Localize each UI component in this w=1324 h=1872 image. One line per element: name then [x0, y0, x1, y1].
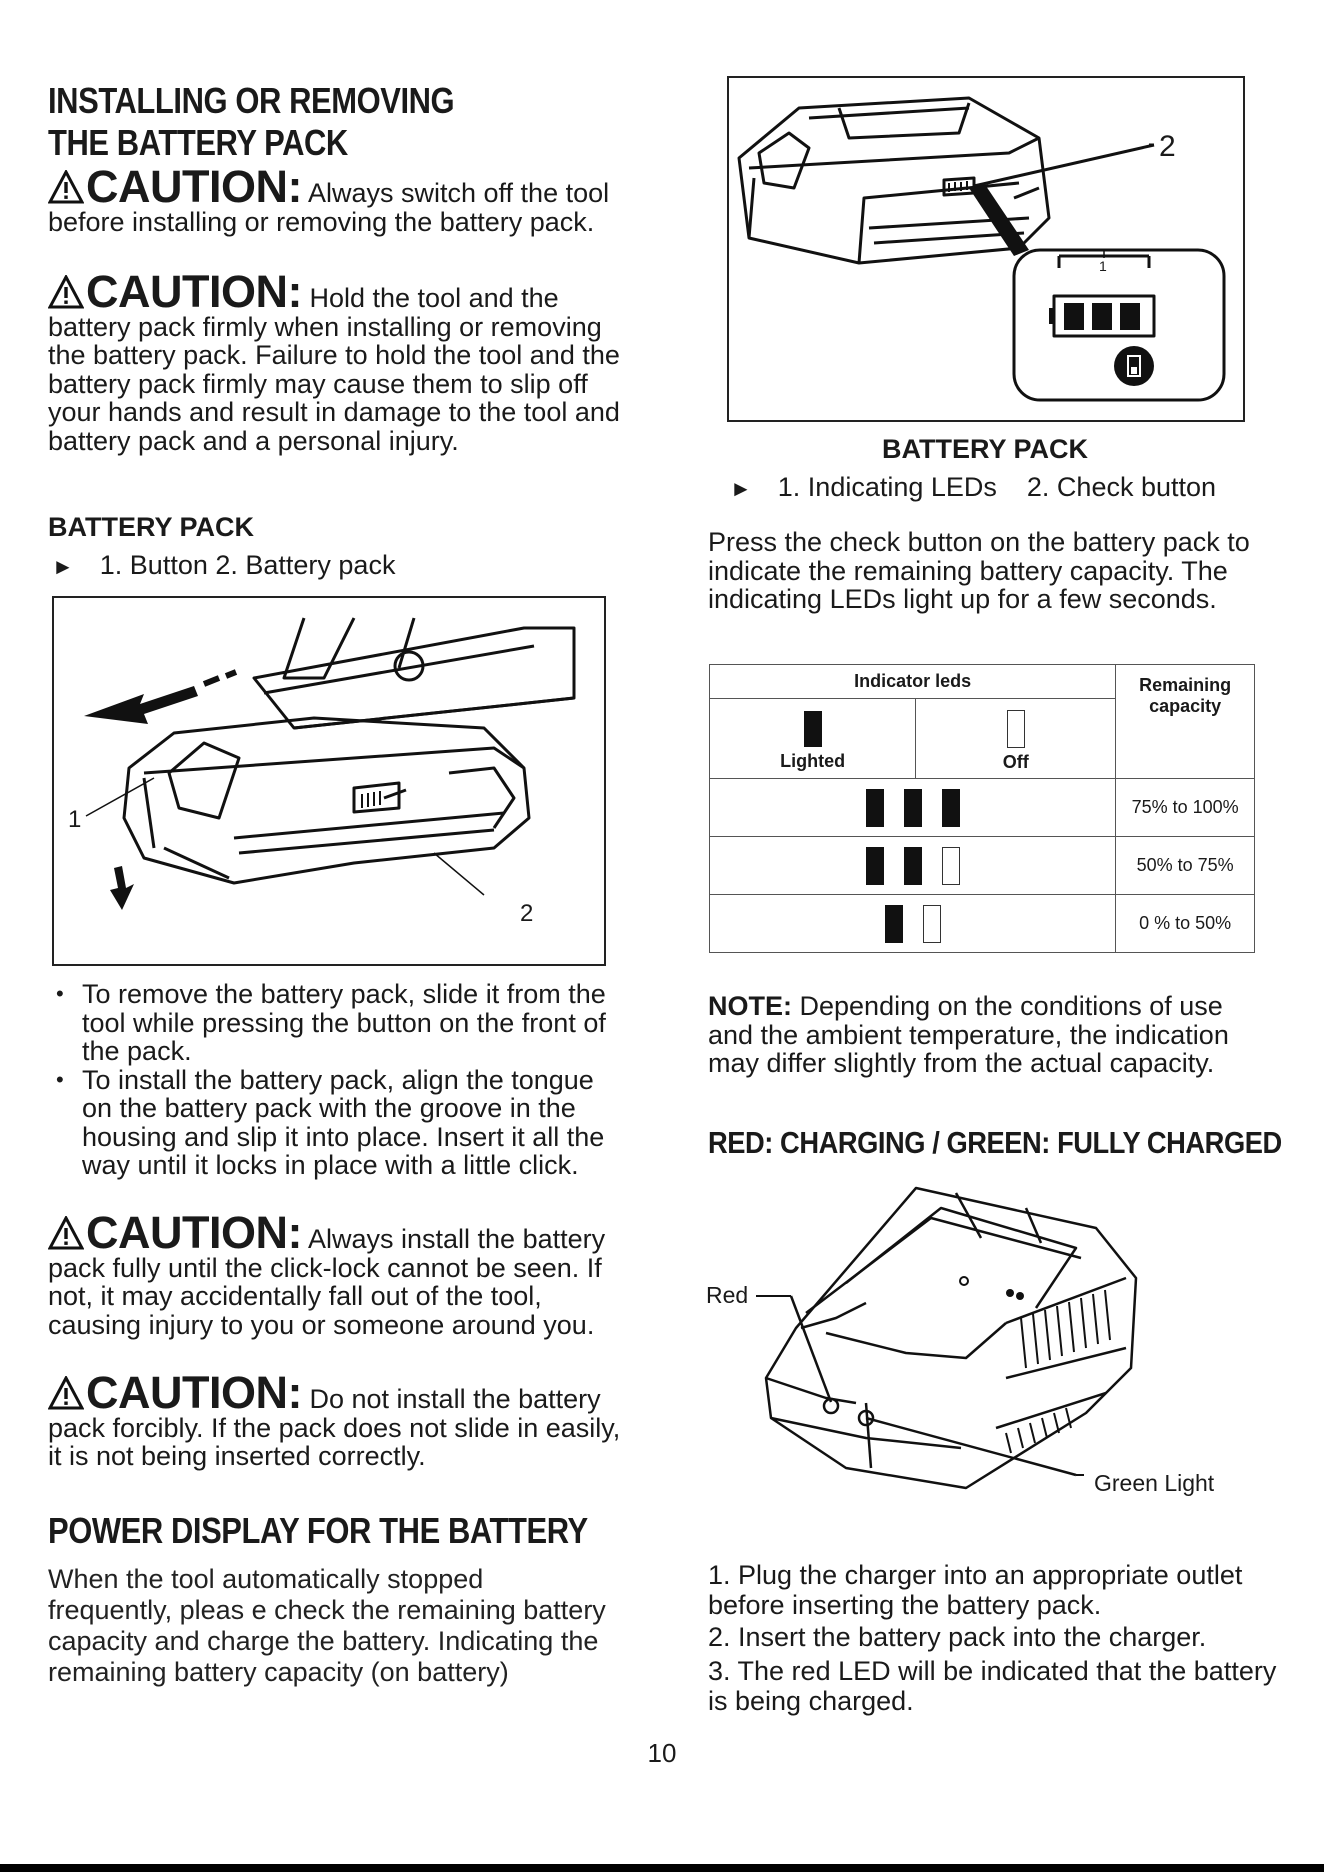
figure-label-2: 2: [1159, 130, 1176, 163]
caution-block-3: CAUTION: Always install the battery pack…: [48, 1210, 628, 1340]
caution-text: Always switch off the tool before instal…: [48, 178, 610, 237]
led-row-indicator: [708, 894, 1117, 953]
table-row: 50% to 75%: [708, 836, 1255, 895]
led-lighted-icon: [903, 846, 922, 885]
figure-label-1: 1: [68, 806, 82, 833]
table-header-indicator: Indicator leds: [708, 664, 1117, 699]
led-lighted-icon: [865, 846, 884, 885]
figure-label-2: 2: [520, 900, 534, 927]
page-number: 10: [647, 1738, 677, 1768]
note-block: NOTE: Depending on the conditions of use…: [708, 992, 1268, 1078]
section-title-line2: THE BATTERY PACK: [48, 122, 348, 163]
section-title-line1: INSTALLING OR REMOVING: [48, 80, 455, 121]
led-lighted-icon: [941, 788, 960, 827]
bottom-border: [0, 1864, 1324, 1872]
power-display-text: When the tool automatically stopped freq…: [48, 1564, 606, 1687]
led-row-capacity: 50% to 75%: [1115, 836, 1255, 895]
charger-red-label: Red: [706, 1282, 749, 1308]
note-text: Depending on the conditions of use and t…: [708, 991, 1229, 1078]
battery-pack-heading: BATTERY PACK: [881, 434, 1088, 464]
charger-illustration: [756, 1186, 1138, 1490]
list-item: To remove the battery pack, slide it fro…: [48, 980, 608, 1066]
caution-block-4: CAUTION: Do not install the battery pack…: [48, 1370, 628, 1471]
legend-off-cell: Off: [915, 698, 1117, 779]
charger-green-label: Green Light: [1094, 1470, 1215, 1496]
led-row-capacity: 0 % to 50%: [1115, 894, 1255, 953]
caution-label: CAUTION:: [86, 1367, 302, 1418]
instructions-list: To remove the battery pack, slide it fro…: [48, 980, 608, 1180]
list-item: To install the battery pack, align the t…: [48, 1065, 608, 1180]
warning-triangle-icon: [48, 275, 84, 309]
led-lighted-icon: [803, 711, 822, 747]
table-header-remaining: Remaining capacity: [1115, 664, 1255, 779]
charging-steps: 1. Plug the charger into an appropriate …: [708, 1560, 1288, 1716]
figure-label-1: 1: [1099, 258, 1107, 274]
led-lighted-icon: [903, 788, 922, 827]
caution-text: Hold the tool and the battery pack firml…: [48, 283, 620, 456]
note-label: NOTE:: [708, 991, 792, 1021]
led-row-indicator: [708, 836, 1117, 895]
led-off-icon: [1006, 710, 1025, 748]
led-capacity-table: Indicator leds Remaining capacity Lighte…: [708, 664, 1255, 953]
list-item: 3. The red LED will be indicated that th…: [708, 1656, 1277, 1716]
table-row: 75% to 100%: [708, 778, 1255, 837]
battery-pack-illustration: [737, 96, 1226, 402]
table-row: 0 % to 50%: [708, 894, 1255, 953]
list-item: 2. Insert the battery pack into the char…: [708, 1622, 1207, 1652]
pointer-arrow-icon: ►: [52, 554, 74, 579]
warning-triangle-icon: [48, 170, 84, 204]
legend-lighted-label: Lighted: [780, 751, 846, 771]
press-check-text: Press the check button on the battery pa…: [708, 527, 1250, 614]
charging-title: RED: CHARGING / GREEN: FULLY CHARGED: [708, 1125, 1282, 1160]
led-lighted-icon: [884, 904, 903, 943]
caution-text: Always install the battery pack fully un…: [48, 1224, 606, 1340]
battery-pack-figure: 2 1: [727, 76, 1245, 422]
power-display-title: POWER DISPLAY FOR THE BATTERY: [48, 1510, 588, 1551]
legend-off-label: Off: [1002, 752, 1029, 772]
led-off-icon: [922, 904, 941, 943]
led-lighted-icon: [865, 788, 884, 827]
warning-triangle-icon: [48, 1216, 84, 1250]
battery-pack-caption: ► 1. Indicating LEDs 2. Check button: [730, 472, 1216, 503]
legend-lighted-cell: Lighted: [708, 698, 917, 779]
figure-heading: BATTERY PACK: [48, 512, 255, 542]
charger-figure: Red Green Light: [706, 1168, 1266, 1508]
figure-caption: ► 1. Button 2. Battery pack: [52, 550, 395, 581]
caution-block-2: CAUTION: Hold the tool and the battery p…: [48, 269, 628, 456]
caution-block-1: CAUTION: Always switch off the tool befo…: [48, 164, 628, 237]
caution-label: CAUTION:: [86, 1207, 302, 1258]
led-row-indicator: [708, 778, 1117, 837]
warning-triangle-icon: [48, 1376, 84, 1410]
list-item: 1. Plug the charger into an appropriate …: [708, 1560, 1243, 1620]
led-row-capacity: 75% to 100%: [1115, 778, 1255, 837]
caution-label: CAUTION:: [86, 161, 302, 212]
battery-install-illustration: [84, 617, 576, 910]
caution-text: Do not install the battery pack forcibly…: [48, 1384, 621, 1471]
figure-caption-text: 1. Button 2. Battery pack: [99, 550, 396, 580]
battery-pack-caption-text: 1. Indicating LEDs 2. Check button: [777, 472, 1217, 502]
pointer-arrow-icon: ►: [730, 476, 752, 501]
led-off-icon: [941, 846, 960, 885]
battery-install-figure: 1 2: [52, 596, 606, 966]
caution-label: CAUTION:: [86, 266, 302, 317]
